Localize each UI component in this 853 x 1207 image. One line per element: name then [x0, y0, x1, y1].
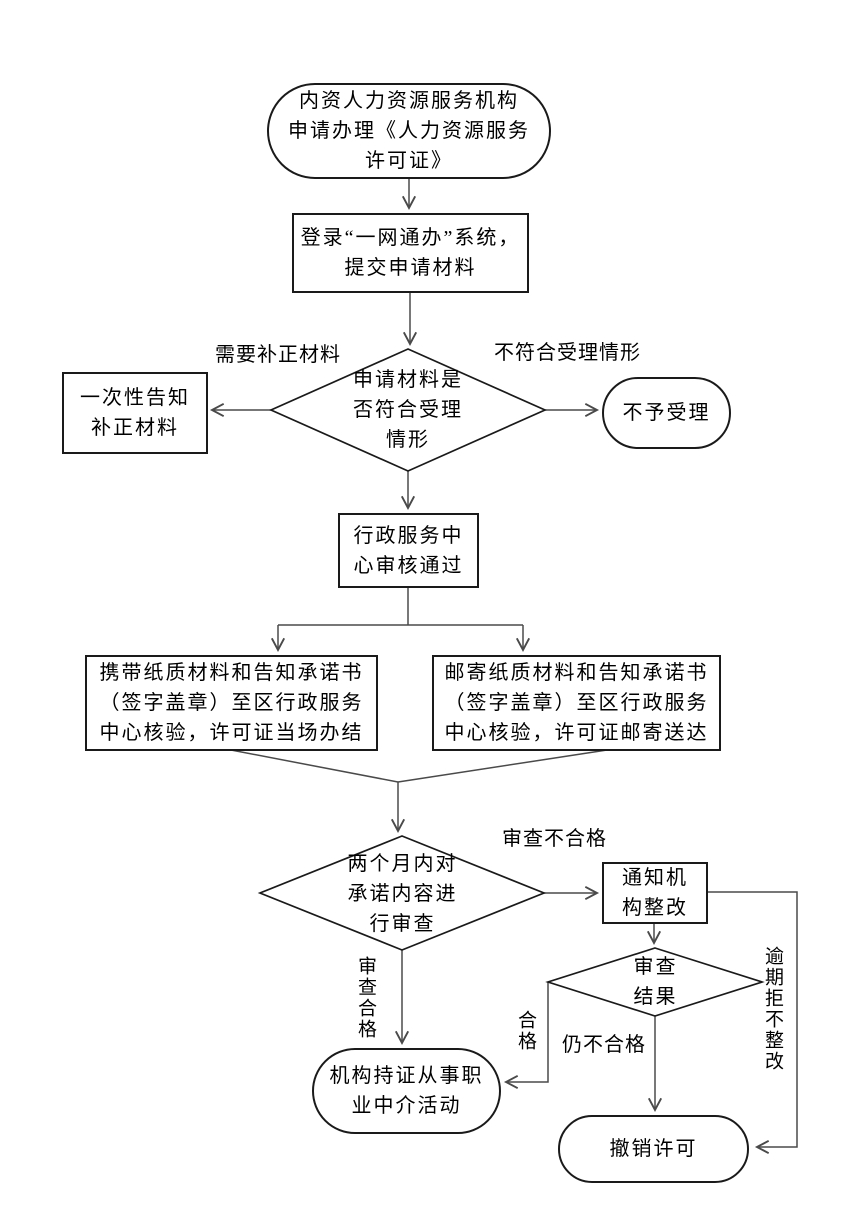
node-accept-check: 申请材料是 否符合受理 情形 [338, 364, 478, 456]
node-licensed-operate: 机构持证从事职 业中介活动 [312, 1048, 501, 1134]
edge-label-pass: 合格 [515, 1010, 536, 1052]
node-notify-rectify: 通知机 构整改 [602, 862, 708, 924]
edge-label-review-fail: 审查不合格 [502, 828, 607, 850]
node-review-result-label: 审查 结果 [633, 956, 678, 1008]
node-promise-review-label: 两个月内对 承诺内容进 行审查 [347, 853, 458, 935]
edge-label-not-acceptable: 不符合受理情形 [494, 342, 641, 364]
node-supplement-notice: 一次性告知 补正材料 [62, 372, 208, 454]
edge-label-need-supplement: 需要补正材料 [215, 344, 341, 366]
node-center-review: 行政服务中 心审核通过 [338, 513, 479, 588]
node-mail-materials-label: 邮寄纸质材料和告知承诺书 （签字盖章）至区行政服务 中心核验，许可证邮寄送达 [444, 662, 709, 744]
edge-notify-to-revoke-overdue [707, 891, 798, 1155]
node-login: 登录“一网通办”系统， 提交申请材料 [292, 213, 529, 293]
edge-label-still-fail: 仍不合格 [562, 1034, 646, 1056]
edge-label-review-pass: 审查合格 [355, 956, 376, 1040]
node-notify-rectify-label: 通知机 构整改 [622, 867, 688, 919]
node-carry-materials-label: 携带纸质材料和告知承诺书 （签字盖章）至区行政服务 中心核验，许可证当场办结 [99, 662, 364, 744]
decision-review-result-shape [545, 947, 765, 1017]
edge-carry-to-merge [230, 749, 399, 783]
node-licensed-operate-label: 机构持证从事职 业中介活动 [329, 1065, 484, 1117]
node-supplement-notice-label: 一次性告知 补正材料 [80, 387, 190, 439]
edge-review-result-to-licensed [503, 982, 549, 1090]
node-start-label: 内资人力资源服务机构 申请办理《人力资源服务 许可证》 [288, 90, 530, 172]
node-login-label: 登录“一网通办”系统， 提交申请材料 [300, 227, 521, 279]
node-reject: 不予受理 [602, 377, 731, 449]
decision-promise-review-shape [257, 835, 547, 951]
node-accept-check-label: 申请材料是 否符合受理 情形 [353, 369, 463, 451]
node-promise-review: 两个月内对 承诺内容进 行审查 [330, 848, 475, 940]
node-start: 内资人力资源服务机构 申请办理《人力资源服务 许可证》 [267, 83, 551, 179]
decision-accept-check-shape [268, 348, 548, 472]
node-reject-label: 不予受理 [622, 402, 711, 424]
edge-label-overdue-refuse: 逾期拒不整改 [762, 946, 783, 1072]
node-center-review-label: 行政服务中 心审核通过 [353, 524, 464, 577]
node-carry-materials: 携带纸质材料和告知承诺书 （签字盖章）至区行政服务 中心核验，许可证当场办结 [85, 655, 378, 751]
node-review-result: 审查 结果 [603, 952, 708, 1012]
node-revoke-license: 撤销许可 [558, 1115, 749, 1183]
edge-mail-to-merge [397, 749, 608, 783]
node-revoke-license-label: 撤销许可 [609, 1138, 698, 1160]
node-mail-materials: 邮寄纸质材料和告知承诺书 （签字盖章）至区行政服务 中心核验，许可证邮寄送达 [432, 655, 721, 751]
